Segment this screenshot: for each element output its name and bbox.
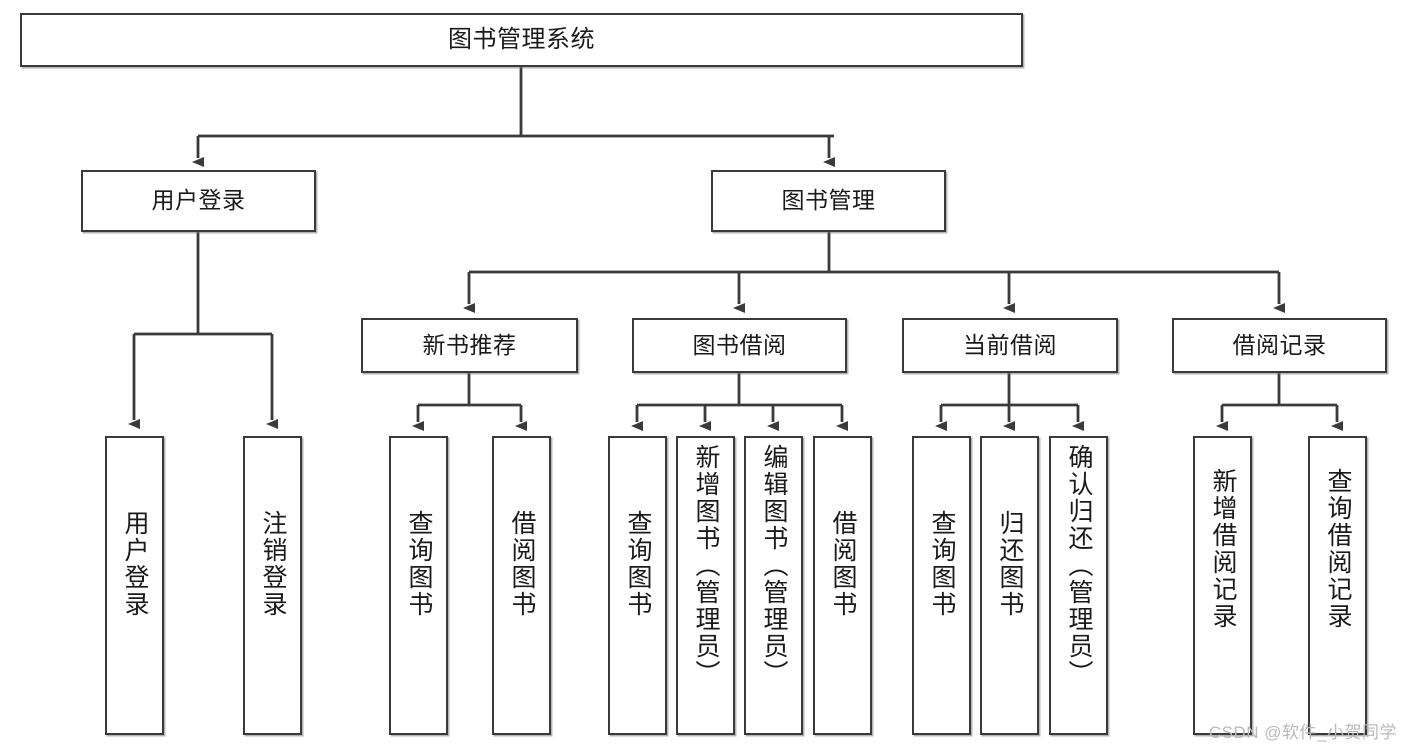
leaf-add-book-admin[interactable]: 新增图书（管理员）	[676, 436, 735, 735]
leaf-query-book-new[interactable]: 查询图书	[389, 436, 448, 735]
leaf-edit-book-admin[interactable]: 编辑图书（管理员）	[744, 436, 803, 735]
csdn-watermark: CSDN @软件_小贺同学	[1208, 723, 1397, 742]
node-new-book-recommend[interactable]: 新书推荐	[361, 318, 578, 373]
leaf-confirm-return-admin[interactable]: 确认归还（管理员）	[1049, 436, 1108, 735]
node-label: 归还图书	[996, 510, 1024, 618]
node-book-borrow[interactable]: 图书借阅	[632, 318, 847, 373]
leaf-borrow-book-new[interactable]: 借阅图书	[492, 436, 551, 735]
node-label: 借阅图书	[829, 510, 857, 618]
leaf-return-book[interactable]: 归还图书	[980, 436, 1039, 735]
node-label: 借阅图书	[508, 510, 536, 618]
node-label: 新书推荐	[422, 331, 517, 358]
node-label: 借阅记录	[1232, 331, 1327, 358]
node-label: 查询图书	[624, 510, 652, 618]
node-label: 图书管理系统	[448, 25, 595, 53]
leaf-query-borrow-record[interactable]: 查询借阅记录	[1308, 436, 1367, 735]
node-user-login[interactable]: 用户登录	[81, 170, 316, 232]
node-label: 编辑图书（管理员）	[760, 444, 788, 687]
node-label: 注销登录	[259, 510, 287, 618]
leaf-add-borrow-record[interactable]: 新增借阅记录	[1193, 436, 1252, 735]
node-label: 当前借阅	[963, 331, 1057, 358]
node-label: 新增借阅记录	[1209, 468, 1237, 630]
node-book-management[interactable]: 图书管理	[711, 170, 946, 232]
node-label: 新增图书（管理员）	[692, 444, 720, 687]
node-label: 确认归还（管理员）	[1065, 444, 1093, 687]
node-current-borrow[interactable]: 当前借阅	[902, 318, 1118, 373]
leaf-query-book-current[interactable]: 查询图书	[912, 436, 971, 735]
node-root-book-management-system[interactable]: 图书管理系统	[20, 13, 1023, 67]
leaf-query-book-borrow[interactable]: 查询图书	[608, 436, 667, 735]
node-label: 查询借阅记录	[1324, 468, 1352, 630]
leaf-user-login[interactable]: 用户登录	[105, 436, 164, 735]
leaf-borrow-book[interactable]: 借阅图书	[813, 436, 872, 735]
node-label: 图书借阅	[692, 331, 787, 358]
node-label: 图书管理	[781, 187, 876, 214]
node-borrow-record[interactable]: 借阅记录	[1172, 318, 1387, 373]
leaf-logout-login[interactable]: 注销登录	[243, 436, 302, 735]
node-label: 用户登录	[121, 510, 149, 618]
node-label: 用户登录	[151, 187, 246, 214]
node-label: 查询图书	[405, 510, 433, 618]
node-label: 查询图书	[928, 510, 956, 618]
